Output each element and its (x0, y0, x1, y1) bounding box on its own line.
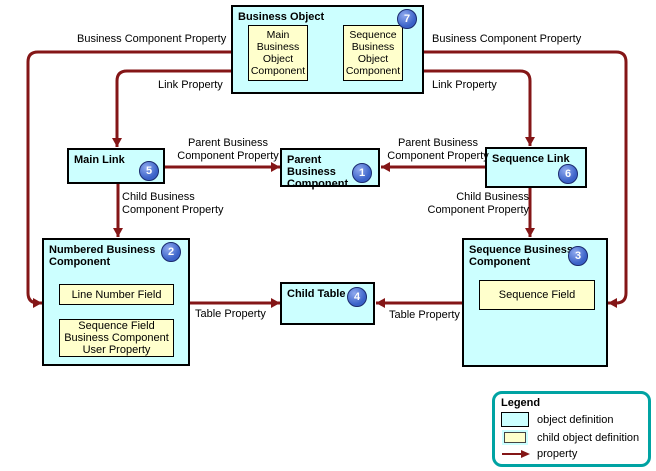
legend-row-property: property (501, 448, 642, 460)
sequence-business-component-box: Sequence Business Component 3 Sequence F… (462, 238, 608, 367)
sequence-field-user-property-box: Sequence Field Business Component User P… (59, 319, 174, 357)
parent-business-component-box: Parent Business Component 1 (280, 148, 380, 190)
legend-row-child: child object definition (501, 430, 642, 445)
main-business-object-component-box: Main Business Object Component (248, 25, 308, 81)
legend-title: Legend (501, 397, 541, 409)
legend-row-object: object definition (501, 412, 642, 427)
property-arrow-icon (502, 450, 530, 458)
label-business-component-property-right: Business Component Property (432, 33, 582, 45)
legend-child-label: child object definition (537, 431, 640, 444)
badge-1: 1 (352, 163, 372, 183)
label-parent-bcp-left: Parent Business Component Property (177, 137, 279, 162)
label-link-property-left: Link Property (158, 79, 223, 91)
label-table-property-right: Table Property (389, 309, 460, 321)
child-table-title: Child Table (287, 288, 346, 300)
badge-7: 7 (397, 9, 417, 29)
edge-link-property-right (424, 69, 535, 146)
main-link-title: Main Link (74, 154, 125, 166)
child-object-definition-swatch (504, 432, 526, 443)
label-business-component-property-left: Business Component Property (77, 33, 227, 45)
business-object-box: Business Object 7 Main Business Object C… (231, 5, 424, 94)
numbered-business-component-title: Numbered Business Component (49, 244, 156, 268)
line-number-field-box: Line Number Field (59, 284, 174, 305)
edge-business-component-property-left (26, 50, 231, 308)
edge-link-property-left (112, 69, 231, 147)
sequence-business-object-component-box: Sequence Business Object Component (343, 25, 403, 81)
label-table-property-left: Table Property (195, 308, 266, 320)
numbered-business-component-box: Numbered Business Component 2 Line Numbe… (42, 238, 190, 366)
parent-business-component-title: Parent Business Component (287, 154, 349, 190)
label-link-property-right: Link Property (432, 79, 497, 91)
sequence-business-component-title: Sequence Business Component (469, 244, 573, 268)
label-parent-bcp-right: Parent Business Component Property (387, 137, 489, 162)
label-child-bcp-left: Child Business Component Property (122, 191, 224, 216)
business-object-title: Business Object (238, 11, 325, 23)
legend-object-label: object definition (537, 413, 614, 426)
object-definition-swatch (501, 412, 529, 427)
sequence-link-title: Sequence Link (492, 153, 570, 165)
legend: Legend object definition child object de… (492, 391, 651, 467)
legend-property-label: property (537, 448, 578, 460)
sequence-link-box: Sequence Link 6 (485, 147, 587, 188)
badge-6: 6 (558, 164, 578, 184)
badge-5: 5 (139, 161, 159, 181)
label-child-bcp-right: Child Business Component Property (427, 191, 530, 216)
edge-business-component-property-right (424, 50, 628, 308)
badge-3: 3 (568, 246, 588, 266)
sequence-field-box: Sequence Field (479, 280, 595, 310)
child-table-box: Child Table 4 (280, 282, 375, 325)
main-link-box: Main Link 5 (67, 148, 165, 184)
badge-2: 2 (161, 242, 181, 262)
badge-4: 4 (347, 287, 367, 307)
